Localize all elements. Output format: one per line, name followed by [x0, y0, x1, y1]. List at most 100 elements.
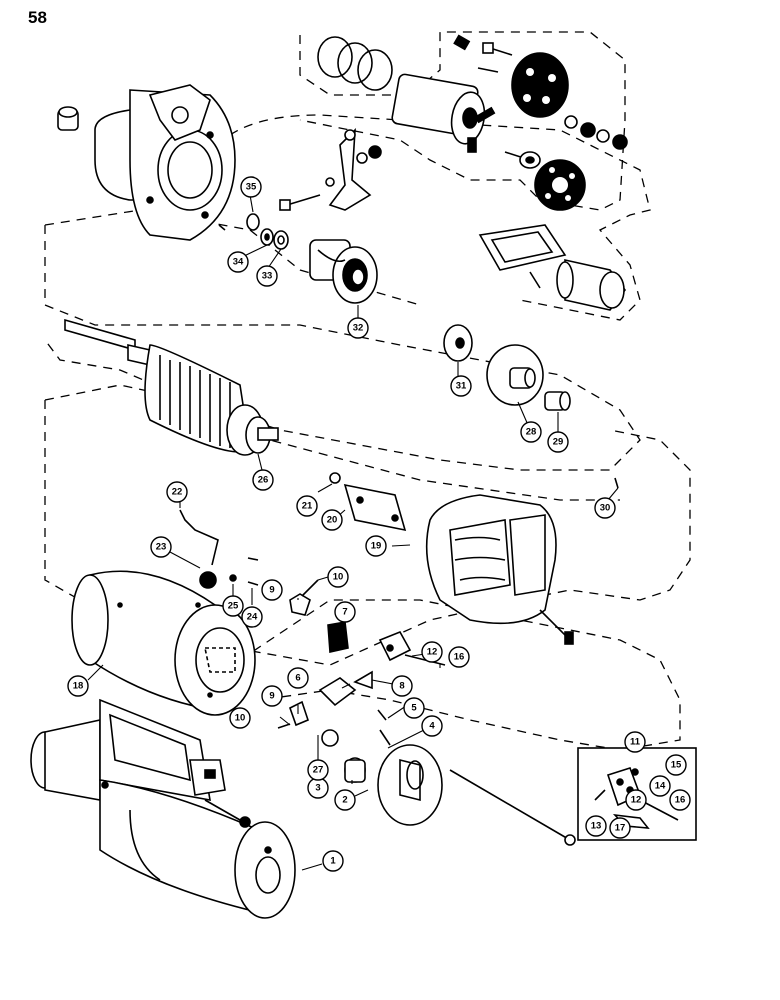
callout-9-upper: 9 [261, 579, 283, 601]
svg-text:2: 2 [342, 795, 347, 806]
thrust-washers [443, 324, 571, 411]
callout-35: 35 [240, 176, 262, 198]
svg-text:16: 16 [454, 652, 465, 663]
solenoid-cap [511, 52, 569, 118]
callout-31: 31 [450, 375, 472, 397]
callout-6: 6 [287, 667, 309, 689]
callout-28: 28 [520, 421, 542, 443]
callout-18: 18 [67, 675, 89, 697]
callout-29: 29 [547, 431, 569, 453]
svg-text:17: 17 [615, 823, 626, 834]
callout-34: 34 [227, 251, 249, 273]
svg-text:26: 26 [258, 475, 269, 486]
shift-lever-assembly [279, 127, 382, 211]
svg-text:33: 33 [262, 271, 273, 282]
callout-13: 13 [585, 815, 607, 837]
callout-26: 26 [252, 469, 274, 491]
svg-text:12: 12 [631, 795, 642, 806]
field-frame [71, 570, 256, 716]
callout-19: 19 [365, 535, 387, 557]
svg-text:30: 30 [600, 503, 611, 514]
svg-text:4: 4 [429, 721, 435, 732]
svg-text:6: 6 [295, 673, 300, 684]
callout-24: 24 [241, 606, 263, 628]
svg-text:14: 14 [655, 781, 666, 792]
solenoid-assembly [317, 34, 628, 211]
washers-33-35 [246, 213, 289, 250]
callout-14: 14 [649, 775, 671, 797]
callout-12-main: 12 [421, 641, 443, 663]
svg-text:3: 3 [315, 783, 320, 794]
svg-text:10: 10 [235, 713, 246, 724]
callout-12-inset: 12 [625, 789, 647, 811]
svg-text:15: 15 [671, 760, 682, 771]
commutator-end-frame [377, 744, 576, 846]
callout-33: 33 [256, 265, 278, 287]
svg-text:31: 31 [456, 381, 467, 392]
svg-text:7: 7 [342, 607, 347, 618]
callout-20: 20 [321, 509, 343, 531]
assembled-starter-motor [30, 698, 296, 919]
gasket-and-bushing [478, 224, 626, 311]
svg-text:24: 24 [247, 612, 258, 623]
leader-lines [87, 194, 619, 871]
svg-text:19: 19 [371, 541, 382, 552]
armature-windings [159, 355, 231, 448]
svg-text:22: 22 [172, 487, 183, 498]
pole-shoe [329, 472, 407, 532]
page-number: 58 [28, 8, 47, 27]
svg-text:32: 32 [353, 323, 364, 334]
svg-text:35: 35 [246, 182, 257, 193]
o-rings [317, 36, 393, 91]
brush-group-outline [239, 599, 681, 751]
callout-30: 30 [594, 497, 616, 519]
callout-27: 27 [307, 759, 329, 781]
field-coil [425, 494, 574, 645]
solenoid-contact-disc [534, 159, 586, 211]
svg-text:1: 1 [330, 856, 336, 867]
svg-text:11: 11 [630, 737, 641, 748]
svg-text:5: 5 [411, 703, 417, 714]
terminal-parts [179, 477, 619, 616]
svg-text:34: 34 [233, 257, 244, 268]
svg-text:20: 20 [327, 515, 338, 526]
drive-housing-group-outline [229, 114, 651, 321]
callout-5: 5 [403, 697, 425, 719]
svg-text:23: 23 [156, 542, 167, 553]
svg-text:28: 28 [526, 427, 537, 438]
svg-text:21: 21 [302, 501, 313, 512]
callout-10-upper: 10 [327, 566, 349, 588]
callouts: 1 2 3 4 5 6 7 8 9 9 10 10 11 12 12 13 14… [67, 176, 691, 872]
drive-end-housing [57, 84, 236, 241]
callout-22: 22 [166, 481, 188, 503]
svg-text:9: 9 [269, 585, 274, 596]
svg-text:25: 25 [228, 601, 239, 612]
svg-text:10: 10 [333, 572, 344, 583]
drive-pinion [309, 239, 378, 304]
callout-17: 17 [609, 817, 631, 839]
svg-text:8: 8 [399, 681, 404, 692]
armature [64, 318, 279, 456]
callout-1: 1 [322, 850, 344, 872]
solenoid-body [391, 73, 496, 153]
callout-10-lower: 10 [229, 707, 251, 729]
callout-16-main: 16 [448, 646, 470, 668]
callout-16-inset: 16 [669, 789, 691, 811]
svg-text:9: 9 [269, 691, 274, 702]
solenoid-plunger [504, 151, 541, 169]
svg-text:27: 27 [313, 765, 324, 776]
svg-text:29: 29 [553, 437, 564, 448]
callout-25: 25 [222, 595, 244, 617]
callout-8: 8 [391, 675, 413, 697]
callout-32: 32 [347, 317, 369, 339]
callout-7: 7 [334, 601, 356, 623]
callout-9-lower: 9 [261, 685, 283, 707]
callout-3: 3 [307, 777, 329, 799]
svg-text:13: 13 [591, 821, 602, 832]
svg-text:16: 16 [675, 795, 686, 806]
solenoid-hardware [453, 34, 628, 150]
callout-21: 21 [296, 495, 318, 517]
callout-15: 15 [665, 754, 687, 776]
callout-2: 2 [334, 789, 356, 811]
svg-text:12: 12 [427, 647, 438, 658]
